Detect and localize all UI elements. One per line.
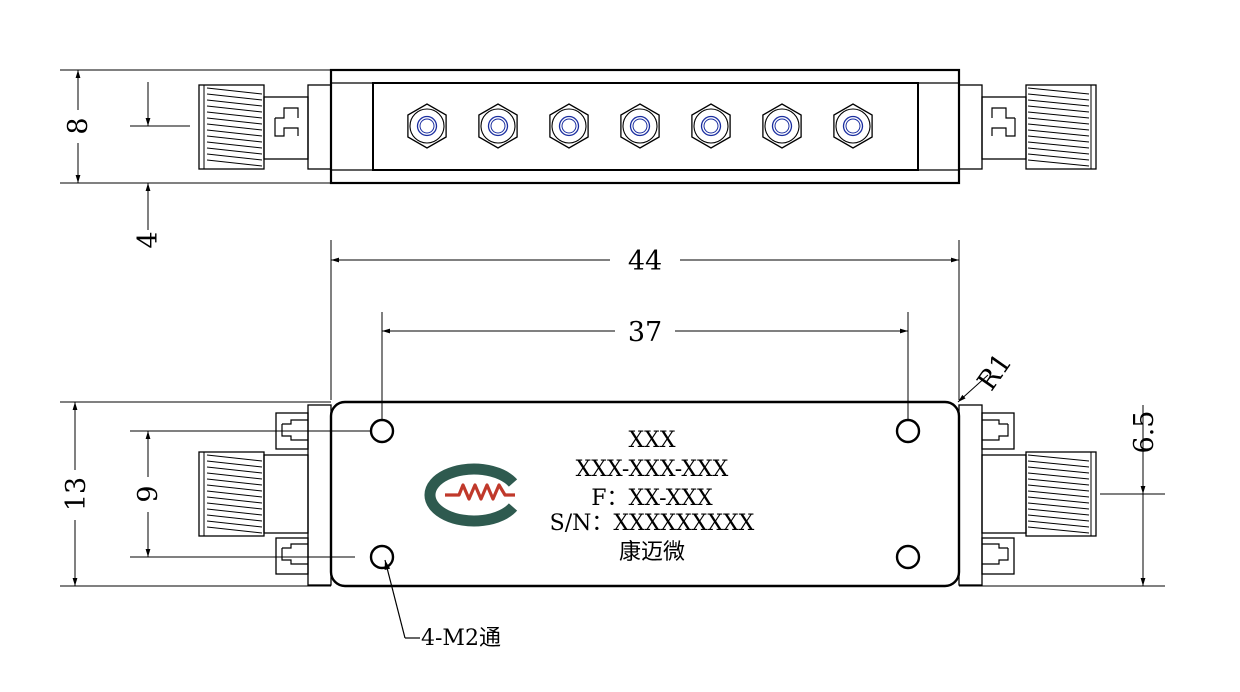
front-left-connector — [198, 404, 332, 586]
mounting-holes — [369, 418, 921, 570]
dim-top-height: 8 — [60, 69, 331, 184]
dim-hole-spacing-x: 37 — [381, 312, 909, 420]
dim-corner-radius: R1 — [957, 348, 1019, 403]
tuning-screw — [407, 103, 447, 149]
dim-connector-offset: 6.5 — [959, 405, 1165, 587]
hole-note-label: 4-M2通 — [421, 626, 501, 651]
top-right-connector — [958, 84, 1097, 170]
label-line-part-number: XXX-XXX-XXX — [576, 457, 729, 482]
top-body-outline — [329, 68, 961, 185]
dim-hole-spacing-y-label: 9 — [133, 485, 164, 502]
product-label: XXX XXX-XXX-XXX F：XX-XXX S/N：XXXXXXXXX 康… — [550, 428, 755, 565]
dim-total-length-label: 44 — [628, 246, 662, 277]
dim-hole-spacing-y: 9 — [130, 430, 370, 558]
dim-hole-spacing-x-label: 37 — [628, 317, 662, 348]
mounting-hole-top-left — [369, 418, 395, 444]
tuning-screw — [762, 103, 802, 149]
dim-top-center-label: 4 — [133, 231, 164, 248]
label-line-frequency: F：XX-XXX — [591, 486, 713, 511]
mounting-hole-bottom-right — [895, 544, 921, 570]
dim-top-center: 4 — [130, 82, 190, 249]
dim-total-length: 44 — [330, 240, 960, 400]
tuning-screw — [478, 103, 518, 149]
tuning-screw — [691, 103, 731, 149]
label-line-model: XXX — [629, 428, 676, 453]
tuning-screw — [833, 103, 873, 149]
company-logo — [424, 463, 518, 527]
top-view: 8 4 — [60, 68, 1097, 249]
front-view: 44 37 R1 — [60, 240, 1165, 651]
dim-front-height-label: 13 — [61, 477, 92, 511]
top-left-connector — [198, 84, 332, 170]
label-line-company: 康迈微 — [619, 540, 685, 565]
tuning-screw — [549, 103, 589, 149]
tuning-screws — [407, 103, 873, 149]
dim-connector-offset-label: 6.5 — [1129, 411, 1160, 454]
dim-front-height: 13 — [60, 401, 331, 587]
mounting-hole-bottom-left — [369, 544, 395, 570]
mounting-hole-top-right — [895, 418, 921, 444]
front-right-connector — [958, 404, 1097, 586]
top-cover-plate — [372, 82, 919, 171]
dim-corner-radius-label: R1 — [972, 348, 1019, 397]
hole-callout: 4-M2通 — [384, 559, 501, 651]
label-line-serial: S/N：XXXXXXXXX — [550, 511, 755, 536]
tuning-screw — [620, 103, 660, 149]
dim-top-height-label: 8 — [63, 117, 94, 134]
